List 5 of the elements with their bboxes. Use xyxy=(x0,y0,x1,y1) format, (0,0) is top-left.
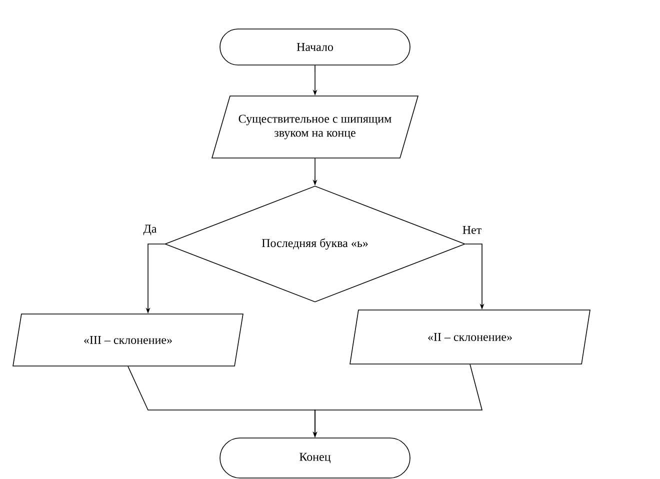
terminal-box: Конец xyxy=(220,438,410,478)
data-parallelogram: «III – склонение» xyxy=(12,314,244,366)
terminal-box: Начало xyxy=(220,28,410,66)
data-parallelogram: «II – склонение» xyxy=(350,310,590,364)
edge-label: Да xyxy=(142,224,158,236)
